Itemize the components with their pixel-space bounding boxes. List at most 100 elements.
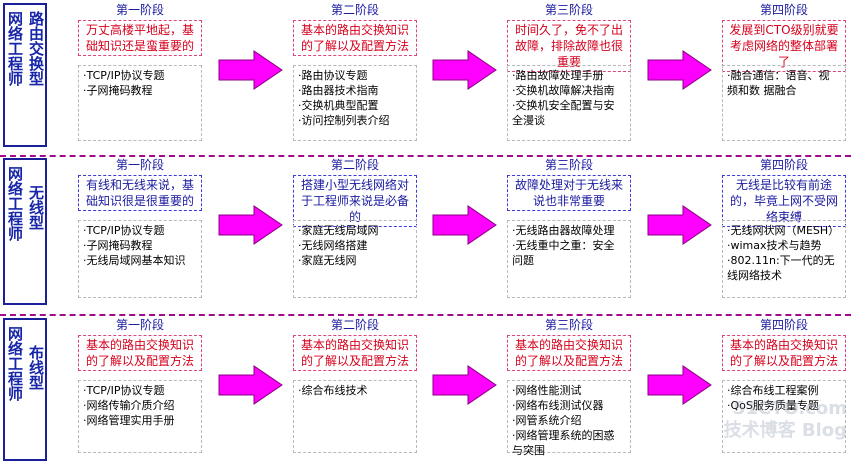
topic-item: ·综合布线工程案例	[727, 384, 819, 397]
stage-block: 第四阶段发展到CTO级别就要考虑网络的整体部署了·融合通信：语音、视频和数 据融…	[722, 3, 846, 151]
track-label-text: 网络工程师	[6, 166, 24, 241]
topic-item: ·网络管理系统的困惑	[512, 429, 615, 442]
stage-summary: 故障处理对于无线来说也非常重要	[507, 175, 631, 211]
topic-item: ·综合布线技术	[298, 384, 368, 397]
stage-title: 第三阶段	[544, 158, 593, 172]
topic-item: ·QoS服务质量专题	[727, 399, 819, 412]
topic-item: 线网络技术	[727, 269, 782, 282]
topic-item: ·TCP/IP协议专题	[83, 384, 165, 397]
track-row: 网络工程师无线型 第一阶段有线和无线来说，基础知识很是很重要的 ·TCP/IP协议专…	[0, 158, 851, 308]
stage-block: 第二阶段基本的路由交换知识的了解以及配置方法·综合布线技术	[293, 318, 417, 463]
arrow-right-icon	[432, 365, 497, 405]
track-label-text: 网络工程师	[6, 11, 24, 86]
stage-summary: 基本的路由交换知识的了解以及配置方法	[507, 335, 631, 371]
track-label-text: 路由交换型	[27, 11, 45, 86]
stage-topic-list: ·TCP/IP协议专题·子网掩码教程	[78, 65, 202, 141]
row-divider	[0, 314, 851, 316]
arrow-right-icon	[647, 50, 712, 90]
stage-summary: 基本的路由交换知识的了解以及配置方法	[722, 335, 846, 371]
stage-title: 第二阶段	[330, 158, 379, 172]
stage-title: 第三阶段	[544, 3, 593, 17]
arrow-right-icon	[218, 205, 283, 245]
stage-summary: 时间久了，免不了出故障，排除故障也很重要	[507, 20, 631, 72]
stage-topic-list: ·家庭无线局域网 ·无线网络搭建 ·家庭无线网	[293, 220, 417, 298]
stage-title: 第四阶段	[759, 318, 808, 332]
watermark-line: 51CTO.com	[732, 398, 847, 419]
stage-topic-list: ·综合布线技术	[293, 380, 417, 453]
topic-item: ·路由器技术指南	[298, 84, 379, 97]
track-row: 网络工程师布线型 第一阶段基本的路由交换知识的了解以及配置方法 ·TCP/IP协议专…	[0, 318, 851, 463]
stage-block: 第三阶段时间久了，免不了出故障，排除故障也很重要·路由故障处理手册 ·交换机故障解…	[507, 3, 631, 151]
topic-item: ·无线网络搭建	[298, 239, 368, 252]
track-label: 网络工程师路由交换型	[3, 3, 47, 147]
watermark-line: 技术博客 Blog	[723, 420, 847, 441]
topic-item: ·网络布线测试仪器	[512, 399, 604, 412]
topic-item: ·家庭无线网	[298, 254, 357, 267]
stage-summary: 基本的路由交换知识的了解以及配置方法	[293, 20, 417, 56]
stage-topic-list: ·融合通信：语音、视频和数 据融合	[722, 65, 846, 141]
topic-item: 频和数 据融合	[727, 84, 797, 97]
topic-item: ·路由故障处理手册	[512, 69, 604, 82]
stage-summary: 基本的路由交换知识的了解以及配置方法	[78, 335, 202, 371]
stage-block: 第一阶段有线和无线来说，基础知识很是很重要的·TCP/IP协议专题·子网掩码教程…	[78, 158, 202, 308]
track-label: 网络工程师无线型	[3, 158, 47, 305]
topic-item: ·无线路由器故障处理	[512, 224, 615, 237]
stage-title: 第二阶段	[330, 3, 379, 17]
stage-summary: 有线和无线来说，基础知识很是很重要的	[78, 175, 202, 211]
topic-item: ·网络管理实用手册	[83, 414, 175, 427]
topic-item: 与突围	[512, 444, 545, 457]
topic-item: ·wimax技术与趋势	[727, 239, 822, 252]
stage-summary: 万丈高楼平地起，基础知识还是蛮重要的	[78, 20, 202, 56]
stage-summary: 发展到CTO级别就要考虑网络的整体部署了	[722, 20, 846, 72]
arrow-right-icon	[432, 50, 497, 90]
topic-item: ·访问控制列表介绍	[298, 114, 390, 127]
stage-block: 第四阶段基本的路由交换知识的了解以及配置方法 ·综合布线工程案例 ·QoS服务质量专…	[722, 318, 846, 463]
stage-topic-list: ·综合布线工程案例 ·QoS服务质量专题	[722, 380, 846, 453]
stage-summary: 无线是比较有前途的，毕竟上网不受网络束缚	[722, 175, 846, 227]
topic-item: ·路由协议专题	[298, 69, 368, 82]
stage-topic-list: ·无线路由器故障处理 ·无线重中之重：安全问题	[507, 220, 631, 298]
stage-title: 第四阶段	[759, 3, 808, 17]
arrow-right-icon	[218, 365, 283, 405]
row-divider	[0, 155, 851, 157]
stage-summary: 搭建小型无线网络对于工程师来说是必备的	[293, 175, 417, 227]
topic-item: 问题	[512, 254, 534, 267]
topic-item: ·家庭无线局域网	[298, 224, 379, 237]
topic-item: ·无线局域网基本知识	[83, 254, 186, 267]
topic-item: ·TCP/IP协议专题	[83, 224, 165, 237]
stage-block: 第三阶段基本的路由交换知识的了解以及配置方法·网络性能测试·网络布线测试仪器·网…	[507, 318, 631, 463]
stage-block: 第一阶段基本的路由交换知识的了解以及配置方法 ·TCP/IP协议专题 ·网络传输介质…	[78, 318, 202, 463]
stage-title: 第一阶段	[115, 3, 164, 17]
arrow-right-icon	[647, 205, 712, 245]
stage-block: 第二阶段基本的路由交换知识的了解以及配置方法 ·路由协议专题 ·路由器技术指南 ·交换…	[293, 3, 417, 151]
stage-topic-list: ·路由故障处理手册 ·交换机故障解决指南 ·交换机安全配置与安全漫谈	[507, 65, 631, 141]
stage-topic-list: ·路由协议专题 ·路由器技术指南 ·交换机典型配置 ·访问控制列表介绍	[293, 65, 417, 141]
stage-title: 第三阶段	[544, 318, 593, 332]
stage-title: 第一阶段	[115, 318, 164, 332]
topic-item: ·802.11n:下一代的无	[727, 254, 835, 267]
topic-item: ·TCP/IP协议专题	[83, 69, 165, 82]
topic-item: ·交换机安全配置与安	[512, 99, 615, 112]
topic-item: ·网络传输介质介绍	[83, 399, 175, 412]
topic-item: ·无线网状网（MESH）	[727, 224, 840, 237]
topic-item: ·网络性能测试	[512, 384, 582, 397]
stage-topic-list: ·网络性能测试 ·网络布线测试仪器 ·网管系统介绍 ·网络管理系统的困惑与突围	[507, 380, 631, 457]
track-label-text: 网络工程师	[6, 326, 24, 401]
stage-block: 第三阶段故障处理对于无线来说也非常重要 ·无线路由器故障处理 ·无线重中之重：安全问…	[507, 158, 631, 308]
stage-title: 第一阶段	[115, 158, 164, 172]
stage-topic-list: ·无线网状网（MESH） ·wimax技术与趋势 ·802.11n:下一代的无线网络…	[722, 220, 846, 298]
topic-item: ·交换机典型配置	[298, 99, 379, 112]
track-row: 网络工程师路由交换型 第一阶段万丈高楼平地起，基础知识还是蛮重要的 ·TCP/IP协…	[0, 3, 851, 151]
topic-item: ·交换机故障解决指南	[512, 84, 615, 97]
topic-item: 全漫谈	[512, 114, 545, 127]
track-label-text: 布线型	[27, 345, 45, 390]
stage-block: 第一阶段万丈高楼平地起，基础知识还是蛮重要的 ·TCP/IP协议专题·子网掩码教程	[78, 3, 202, 151]
stage-title: 第二阶段	[330, 318, 379, 332]
stage-topic-list: ·TCP/IP协议专题 ·网络传输介质介绍 ·网络管理实用手册	[78, 380, 202, 453]
topic-item: ·网管系统介绍	[512, 414, 582, 427]
topic-item: ·无线重中之重：安全	[512, 239, 615, 252]
arrow-right-icon	[218, 50, 283, 90]
track-label: 网络工程师布线型	[3, 318, 47, 461]
arrow-right-icon	[647, 365, 712, 405]
